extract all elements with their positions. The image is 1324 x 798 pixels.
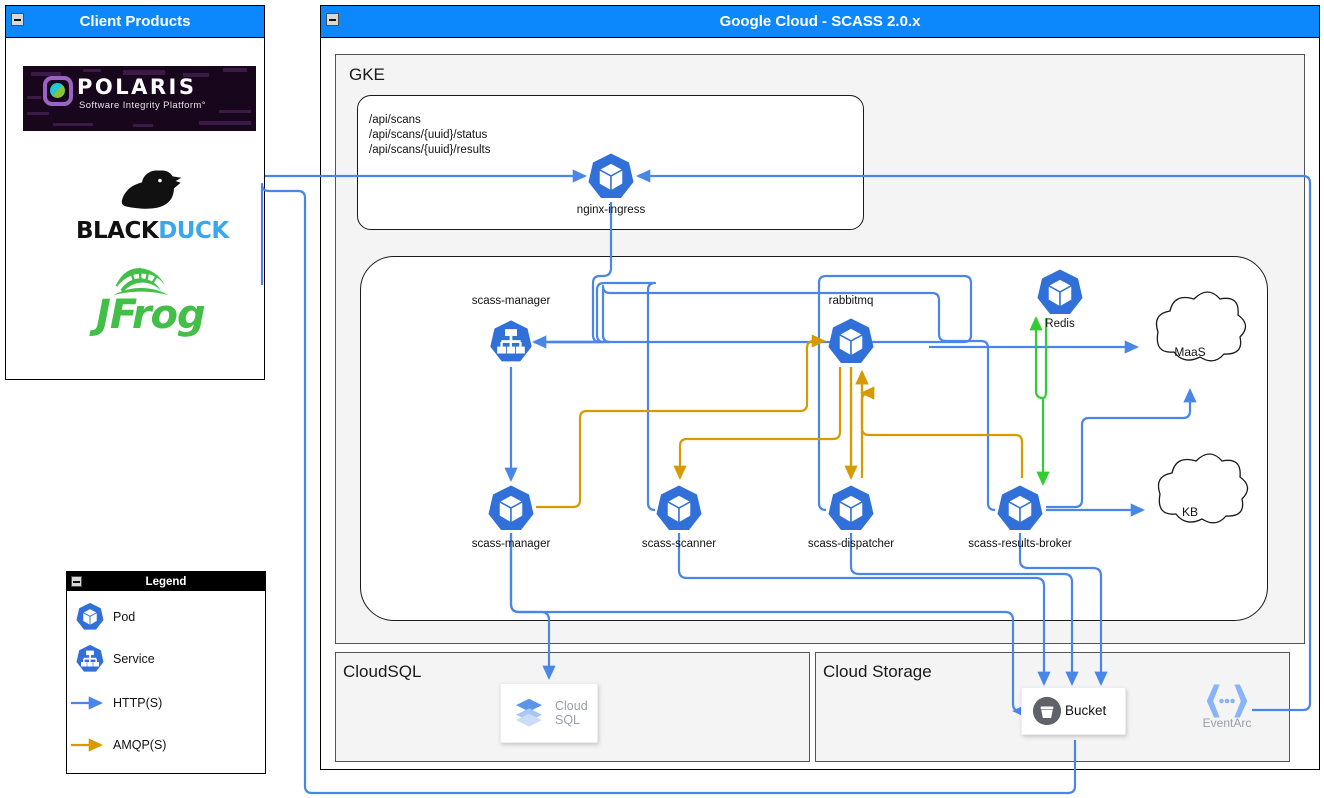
blackduck-text-black: BLACK [76,218,159,244]
cloudsql-label: CloudSQL [343,662,422,681]
polaris-wordmark: POLARIS [77,75,197,99]
bucket-label: Bucket [1065,703,1107,718]
legend-item-service: Service [67,638,265,680]
gke-label: GKE [349,65,385,84]
redis-label: Redis [1045,318,1075,330]
legend-item-pod: Pod [67,596,265,638]
polaris-logo: POLARIS Software Integrity Platform° [23,66,256,131]
scass-dispatcher-label: scass-dispatcher [807,538,895,550]
rabbitmq-label: rabbitmq [828,295,874,307]
cloud-sql-tile[interactable]: Cloud SQL [500,683,598,743]
blackduck-logo: BLACKDUCK [76,166,229,244]
legend-label-service: Service [113,652,155,666]
scass-dispatcher-pod-icon[interactable] [826,484,876,534]
scass-manager-service-icon[interactable] [488,319,534,365]
legend-title-text: Legend [145,575,187,588]
client-products-title-text: Client Products [79,13,191,30]
service-icon [76,644,104,672]
legend-item-https: HTTP(S) [67,682,265,724]
legend-label-amqp: AMQP(S) [113,738,167,752]
eventarc-label: EventArc [1202,716,1252,730]
blackduck-text-duck: DUCK [158,218,229,244]
polaris-tagline: Software Integrity Platform° [79,100,206,111]
cloud-sql-line2: SQL [555,713,581,727]
client-products-title: Client Products [6,6,264,38]
nginx-ingress-pod-icon[interactable] [586,152,636,202]
polaris-mark-icon [43,76,73,106]
pod-icon [76,602,104,631]
cloud-storage-label: Cloud Storage [823,662,932,681]
bucket-icon [1032,696,1062,726]
arrow-icon [71,738,103,752]
maas-cloud-icon [1155,291,1247,362]
legend-panel: Legend Pod Service HTTP(S) AMQP(S) [66,571,266,774]
nginx-ingress-label: nginx-ingress [576,204,646,216]
minus-icon[interactable] [326,13,339,26]
cloud-sql-icon [516,698,542,727]
kb-cloud-icon [1157,453,1249,524]
legend-label-pod: Pod [113,610,136,624]
google-cloud-title-text: Google Cloud - SCASS 2.0.x [719,13,921,30]
scass-results-broker-label: scass-results-broker [968,538,1072,550]
scass-manager-pod-icon[interactable] [486,484,536,534]
rabbitmq-pod-icon[interactable] [826,317,876,367]
scass-results-broker-pod-icon[interactable] [995,484,1045,534]
scass-manager-service-label: scass-manager [471,295,551,307]
api-paths-text: /api/scans /api/scans/{uuid}/status /api… [369,114,491,156]
scass-manager-pod-label: scass-manager [471,538,551,550]
arrow-icon [71,696,103,710]
google-cloud-title: Google Cloud - SCASS 2.0.x [321,6,1319,38]
bucket-tile[interactable]: Bucket [1021,687,1126,735]
scass-scanner-pod-icon[interactable] [654,484,704,534]
cloud-sql-line1: Cloud [555,699,588,713]
scass-scanner-label: scass-scanner [641,538,717,550]
client-products-panel: Client Products POLARIS Software Integri… [5,5,265,380]
minus-icon[interactable] [71,576,82,587]
kb-label: KB [1181,505,1199,519]
legend-item-amqp: AMQP(S) [67,724,265,766]
maas-label: MaaS [1174,345,1206,359]
redis-pod-icon[interactable] [1035,268,1085,318]
legend-title: Legend [67,572,265,591]
minus-icon[interactable] [11,13,24,26]
legend-label-https: HTTP(S) [113,696,163,710]
